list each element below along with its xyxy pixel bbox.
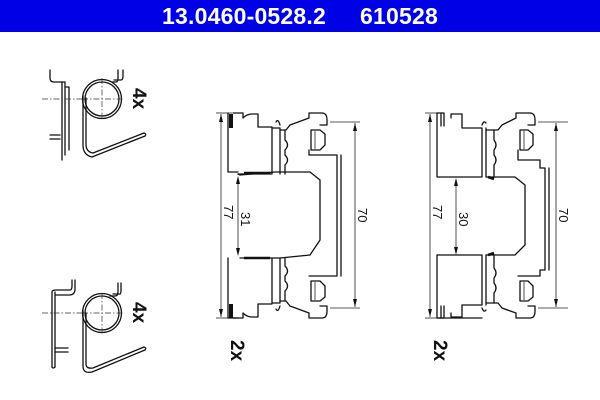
clip-right-quantity: 2x	[429, 340, 450, 362]
header-bar: 13.0460-0528.2 610528	[0, 0, 600, 32]
article-number: 610528	[360, 3, 438, 29]
clip-left-dim-70: 70	[355, 208, 370, 222]
brake-pad-clip-left: 77 31 70 2x	[216, 112, 370, 362]
clip-right-dim-30: 30	[456, 212, 471, 226]
spring-top-quantity: 4x	[128, 88, 149, 110]
spring-bottom-quantity: 4x	[128, 302, 149, 324]
torsion-spring-top: 4x	[42, 69, 149, 161]
clip-left-dim-77: 77	[221, 205, 236, 219]
clip-left-quantity: 2x	[226, 340, 247, 362]
clip-right-dim-77: 77	[430, 205, 445, 219]
part-number: 13.0460-0528.2	[162, 3, 326, 29]
torsion-spring-bottom: 4x	[42, 279, 149, 374]
clip-left-dim-31: 31	[238, 212, 253, 226]
brake-pad-clip-right: 77 30 70 2x	[425, 112, 571, 362]
clip-right-dim-70: 70	[556, 208, 571, 222]
